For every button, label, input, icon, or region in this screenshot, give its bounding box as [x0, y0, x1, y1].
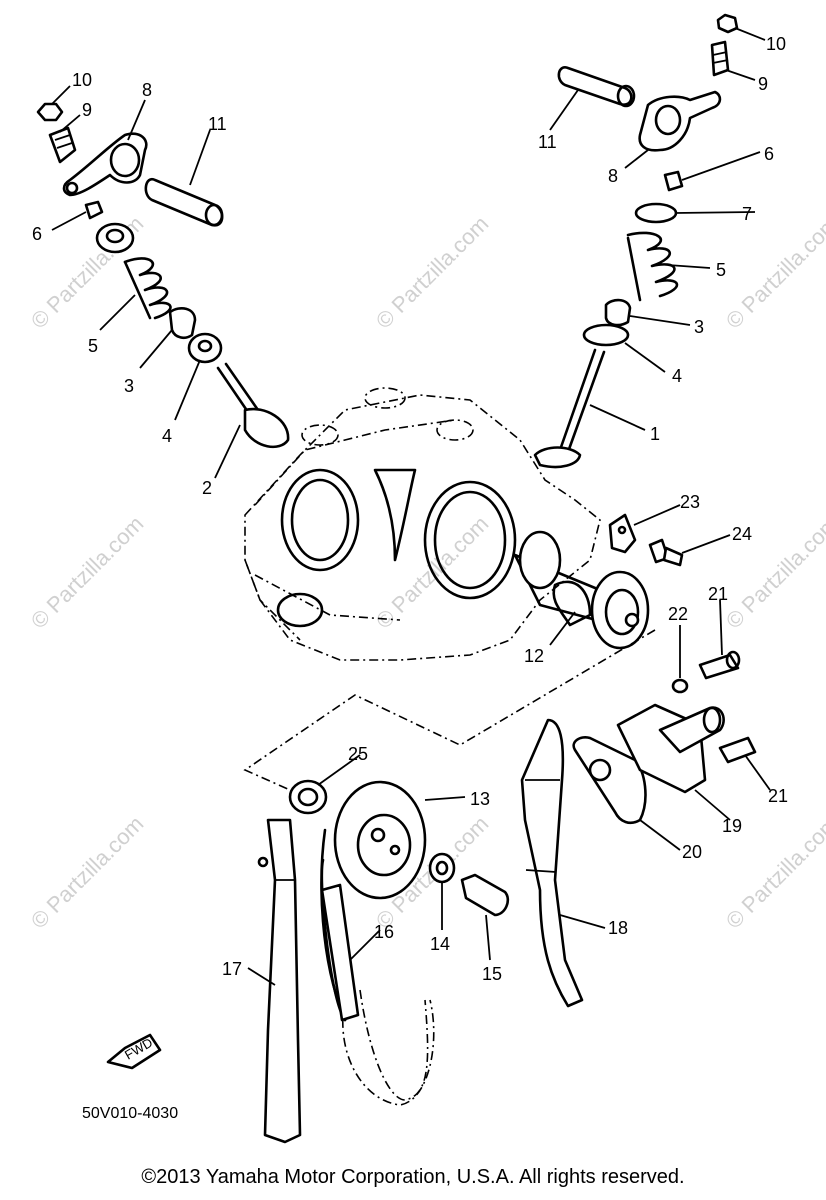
watermark: © Partzilla.com: [26, 811, 149, 934]
cam-plate-and-bolt: [608, 513, 684, 567]
part-label-3: 3: [124, 376, 134, 396]
part-label-11: 11: [538, 132, 557, 152]
copyright-notice: ©2013 Yamaha Motor Corporation, U.S.A. A…: [141, 1166, 685, 1188]
part-label-24: 24: [732, 524, 752, 544]
assembly-outline: [341, 999, 435, 1106]
part-label-5: 5: [88, 336, 98, 356]
part-label-16: 16: [374, 922, 394, 942]
part-labels: 10 9 8 11 6 5 3 4 2 10 9 11 8 6 7 5 3 4 …: [32, 34, 788, 984]
right-valve-train: [533, 13, 739, 469]
part-label-1: 1: [650, 424, 660, 444]
part-label-7: 7: [742, 204, 752, 224]
part-label-23: 23: [680, 492, 700, 512]
part-label-12: 12: [524, 646, 544, 666]
part-label-9: 9: [82, 100, 92, 120]
part-label-10: 10: [72, 70, 92, 90]
part-label-4: 4: [672, 366, 682, 386]
watermark: © Partzilla.com: [26, 511, 149, 634]
part-label-21: 21: [768, 786, 788, 806]
part-label-15: 15: [482, 964, 502, 984]
left-valve-train: [36, 102, 290, 449]
part-label-2: 2: [202, 478, 212, 498]
part-label-19: 19: [722, 816, 742, 836]
cam-sprocket-assembly: [288, 779, 510, 917]
part-label-5: 5: [716, 260, 726, 280]
part-label-10: 10: [766, 34, 786, 54]
leader-lines: [51, 27, 771, 986]
part-label-6: 6: [32, 224, 42, 244]
chain-guide-right: [520, 718, 584, 1008]
forward-direction-arrow: FWD: [106, 1033, 162, 1070]
part-label-21: 21: [708, 584, 728, 604]
camshaft: [513, 530, 650, 650]
chain-guide-left: [257, 818, 302, 1144]
part-label-13: 13: [470, 789, 490, 809]
diagram-code: 50V010-4030: [82, 1105, 178, 1122]
timing-chain: [320, 828, 429, 1101]
part-label-6: 6: [764, 144, 774, 164]
part-label-25: 25: [348, 744, 368, 764]
part-label-14: 14: [430, 934, 450, 954]
part-label-11: 11: [208, 114, 227, 134]
part-label-4: 4: [162, 426, 172, 446]
part-label-3: 3: [694, 317, 704, 337]
watermark: © Partzilla.com: [721, 211, 826, 334]
part-label-22: 22: [668, 604, 688, 624]
part-label-17: 17: [222, 959, 242, 979]
part-label-8: 8: [608, 166, 618, 186]
part-label-8: 8: [142, 80, 152, 100]
watermark: © Partzilla.com: [371, 211, 494, 334]
part-label-18: 18: [608, 918, 628, 938]
part-label-9: 9: [758, 74, 768, 94]
part-label-20: 20: [682, 842, 702, 862]
watermarks: © Partzilla.com © Partzilla.com © Partzi…: [26, 211, 826, 934]
cylinder-head: [244, 387, 601, 661]
chain-tensioner-assembly: [572, 650, 757, 825]
assembly-outline: [243, 629, 656, 791]
